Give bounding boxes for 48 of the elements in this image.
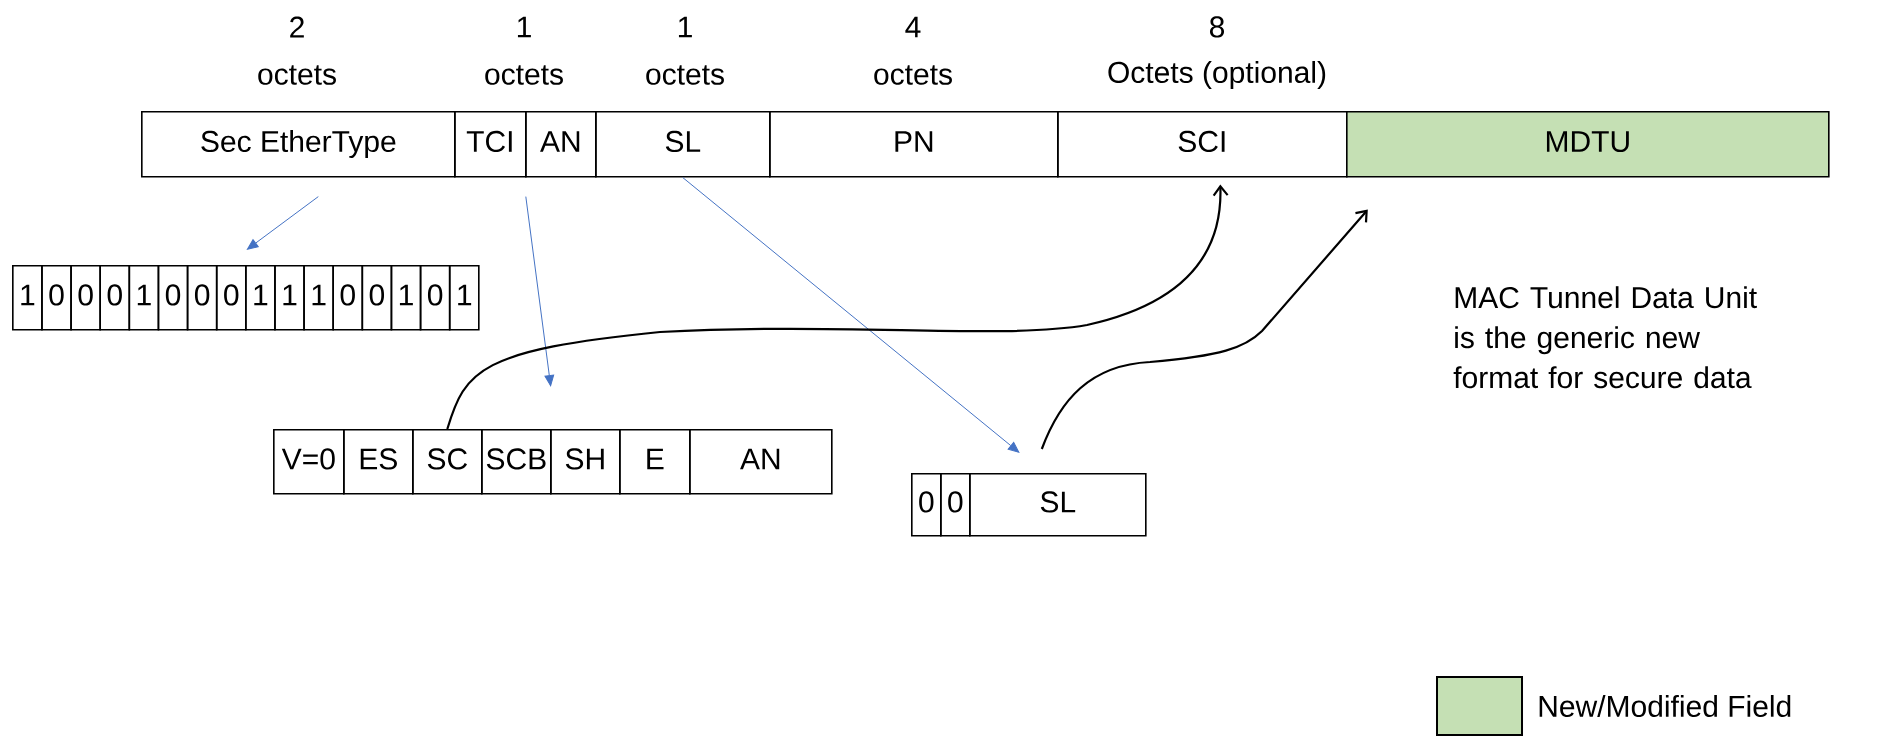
bit-box: 0 [419,265,451,331]
octet-count-label: Octets (optional) [1108,61,1326,89]
field-box: AN [525,111,597,178]
bit-box: 0 [99,265,131,331]
field-box: MDTU [1346,111,1830,178]
field-box: PN [769,111,1059,178]
flag-box: ES [343,429,414,495]
octet-count-label: 2 [290,16,304,38]
bit-box: 1 [128,265,160,331]
bit-box: 0 [70,265,101,331]
flag-box: SC [412,429,483,495]
arrow [1040,209,1368,450]
length-box: 0 [911,473,942,537]
octet-count-label: octets [485,65,563,85]
octet-count-label: 4 [905,16,921,38]
legend-text: New/Modified Field [1539,695,1791,717]
bit-box: 0 [186,265,218,331]
flag-box: SCB [481,429,552,495]
bit-box: 0 [361,265,393,331]
octet-count-label: 1 [678,16,692,38]
bit-box: 1 [303,265,334,331]
arrow [682,177,1020,453]
arrow [525,196,555,387]
flag-box: V=0 [273,429,345,495]
bit-box: 1 [390,265,422,331]
field-box: TCI [454,111,527,178]
octet-count-label: 1 [517,16,531,38]
field-box: SL [595,111,771,178]
bit-box: 1 [12,265,43,331]
flag-box: AN [689,429,833,495]
flag-box: E [619,429,691,495]
bit-box: 1 [245,265,276,331]
length-box: 0 [940,473,971,537]
arrow [246,196,319,250]
field-box: SCI [1057,111,1348,178]
bit-box: 0 [157,265,189,331]
octet-count-label: 8 [1209,16,1225,38]
bit-box: 0 [215,265,247,331]
octet-count-label: octets [646,65,724,85]
flag-box: SH [550,429,621,495]
bit-box: 0 [332,265,364,331]
arrow [446,184,1229,430]
bit-box: 1 [448,265,480,331]
note-text: MAC Tunnel Data Unit is the generic new format for secure data [1453,286,1757,389]
length-box: SL [969,473,1147,537]
field-box: Sec EtherType [141,111,456,178]
bit-box: 1 [274,265,305,331]
bit-box: 0 [41,265,72,331]
